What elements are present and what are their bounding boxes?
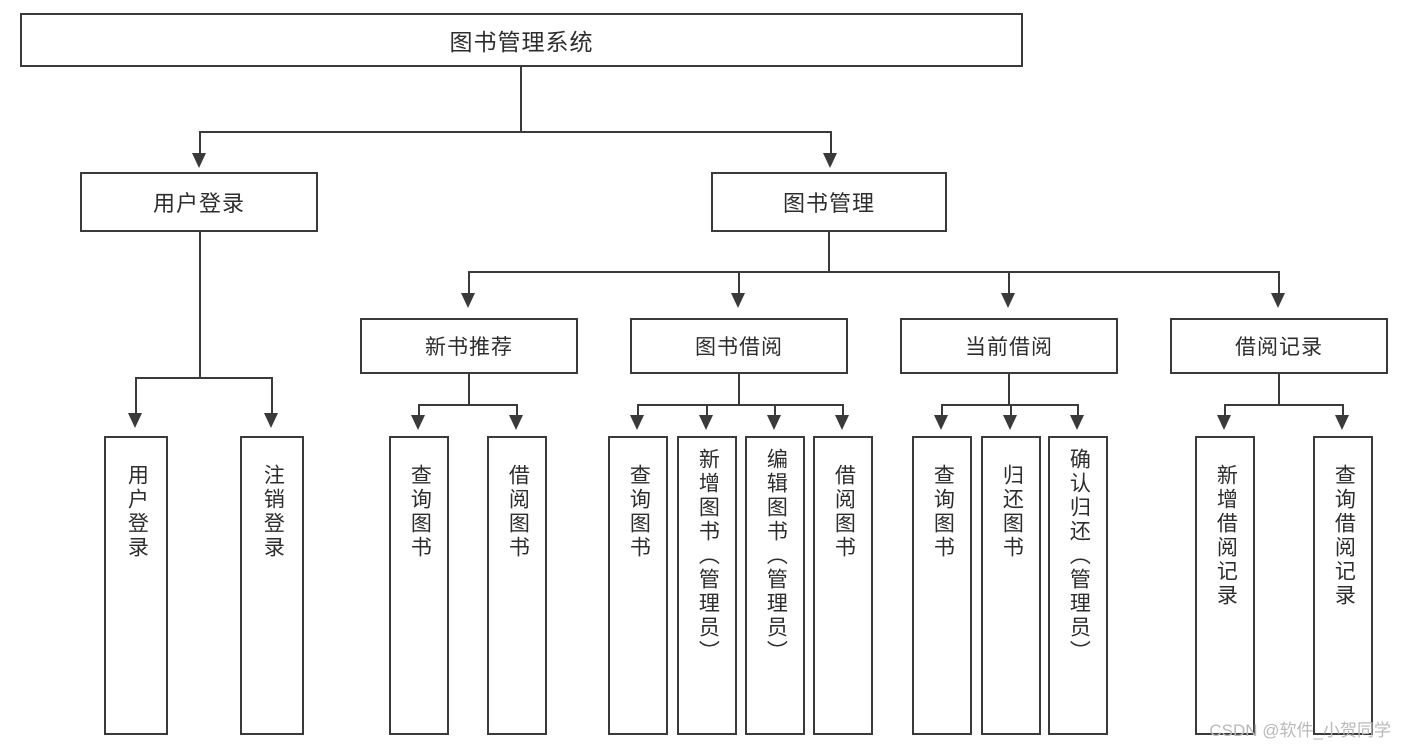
arrow-to-user-login xyxy=(192,153,206,168)
connector-newbook-bus xyxy=(418,404,518,406)
node-leaf-borrow-book-2[interactable]: 借阅图书 xyxy=(813,436,873,735)
arrow-to-leaf-query-book-2 xyxy=(630,415,644,430)
connector-bookmanage-drop-2 xyxy=(738,271,740,295)
arrow-to-book-borrow xyxy=(731,293,745,308)
node-leaf-user-login[interactable]: 用户登录 xyxy=(104,436,168,735)
arrow-to-leaf-borrow-book-2 xyxy=(835,415,849,430)
connector-bookmanage-drop-4 xyxy=(1278,271,1280,295)
connector-root-bus xyxy=(199,131,831,133)
node-current-borrow[interactable]: 当前借阅 xyxy=(900,318,1118,374)
node-leaf-borrow-book-1[interactable]: 借阅图书 xyxy=(487,436,547,735)
arrow-to-leaf-user-login xyxy=(128,413,142,428)
connector-bookborrow-stem xyxy=(738,374,740,405)
connector-newbook-drop-2 xyxy=(516,404,518,417)
arrow-to-book-manage xyxy=(823,153,837,168)
node-new-book-recommend[interactable]: 新书推荐 xyxy=(360,318,578,374)
node-book-manage[interactable]: 图书管理 xyxy=(711,172,947,232)
connector-userlogin-bus xyxy=(135,377,273,379)
arrow-to-leaf-query-book-3 xyxy=(934,415,948,430)
arrow-to-leaf-confirm-return xyxy=(1070,415,1084,430)
arrow-to-new-book-recommend xyxy=(461,293,475,308)
csdn-watermark: CSDN @软件_小贺同学 xyxy=(1209,721,1391,740)
node-leaf-query-book-2[interactable]: 查询图书 xyxy=(608,436,668,735)
connector-bookborrow-drop-1 xyxy=(637,404,639,417)
connector-bookmanage-drop-3 xyxy=(1008,271,1010,295)
connector-borrowrecord-drop-1 xyxy=(1224,404,1226,417)
node-leaf-query-book-3[interactable]: 查询图书 xyxy=(912,436,972,735)
node-leaf-add-book[interactable]: 新增图书（管理员） xyxy=(677,436,737,735)
arrow-to-leaf-query-book-1 xyxy=(411,415,425,430)
connector-bookborrow-drop-2 xyxy=(706,404,708,417)
connector-borrowrecord-drop-2 xyxy=(1342,404,1344,417)
arrow-to-leaf-edit-book xyxy=(767,415,781,430)
node-user-login[interactable]: 用户登录 xyxy=(80,172,318,232)
connector-currentborrow-drop-2 xyxy=(1010,404,1012,417)
node-leaf-query-record[interactable]: 查询借阅记录 xyxy=(1313,436,1373,735)
node-leaf-query-book-1[interactable]: 查询图书 xyxy=(389,436,449,735)
arrow-to-leaf-query-record xyxy=(1335,415,1349,430)
connector-userlogin-drop-1 xyxy=(135,377,137,415)
connector-currentborrow-stem xyxy=(1008,374,1010,405)
connector-bookmanage-stem xyxy=(828,232,830,272)
connector-bookmanage-bus xyxy=(468,271,1279,273)
node-leaf-edit-book[interactable]: 编辑图书（管理员） xyxy=(745,436,805,735)
arrow-to-borrow-record xyxy=(1271,293,1285,308)
arrow-to-leaf-return-book xyxy=(1003,415,1017,430)
arrow-to-current-borrow xyxy=(1001,293,1015,308)
connector-bookborrow-drop-4 xyxy=(842,404,844,417)
connector-newbook-stem xyxy=(468,374,470,405)
arrow-to-leaf-borrow-book-1 xyxy=(509,415,523,430)
arrow-to-leaf-add-record xyxy=(1217,415,1231,430)
node-root-system[interactable]: 图书管理系统 xyxy=(20,13,1023,67)
connector-currentborrow-drop-1 xyxy=(941,404,943,417)
connector-root-stem xyxy=(520,67,522,132)
connector-bookmanage-drop-1 xyxy=(468,271,470,295)
arrow-to-leaf-logout xyxy=(264,413,278,428)
connector-borrowrecord-stem xyxy=(1278,374,1280,405)
connector-root-drop-2 xyxy=(830,131,832,156)
connector-bookborrow-bus xyxy=(637,404,843,406)
node-leaf-return-book[interactable]: 归还图书 xyxy=(981,436,1041,735)
node-book-borrow[interactable]: 图书借阅 xyxy=(630,318,848,374)
connector-root-drop-1 xyxy=(199,131,201,156)
connector-newbook-drop-1 xyxy=(418,404,420,417)
connector-userlogin-stem xyxy=(199,232,201,378)
arrow-to-leaf-add-book xyxy=(699,415,713,430)
connector-bookborrow-drop-3 xyxy=(774,404,776,417)
node-leaf-confirm-return[interactable]: 确认归还（管理员） xyxy=(1048,436,1108,735)
connector-currentborrow-bus xyxy=(941,404,1078,406)
node-borrow-record[interactable]: 借阅记录 xyxy=(1170,318,1388,374)
node-leaf-logout[interactable]: 注销登录 xyxy=(240,436,304,735)
connector-borrowrecord-bus xyxy=(1224,404,1343,406)
connector-userlogin-drop-2 xyxy=(271,377,273,415)
node-leaf-add-record[interactable]: 新增借阅记录 xyxy=(1195,436,1255,735)
connector-currentborrow-drop-3 xyxy=(1077,404,1079,417)
